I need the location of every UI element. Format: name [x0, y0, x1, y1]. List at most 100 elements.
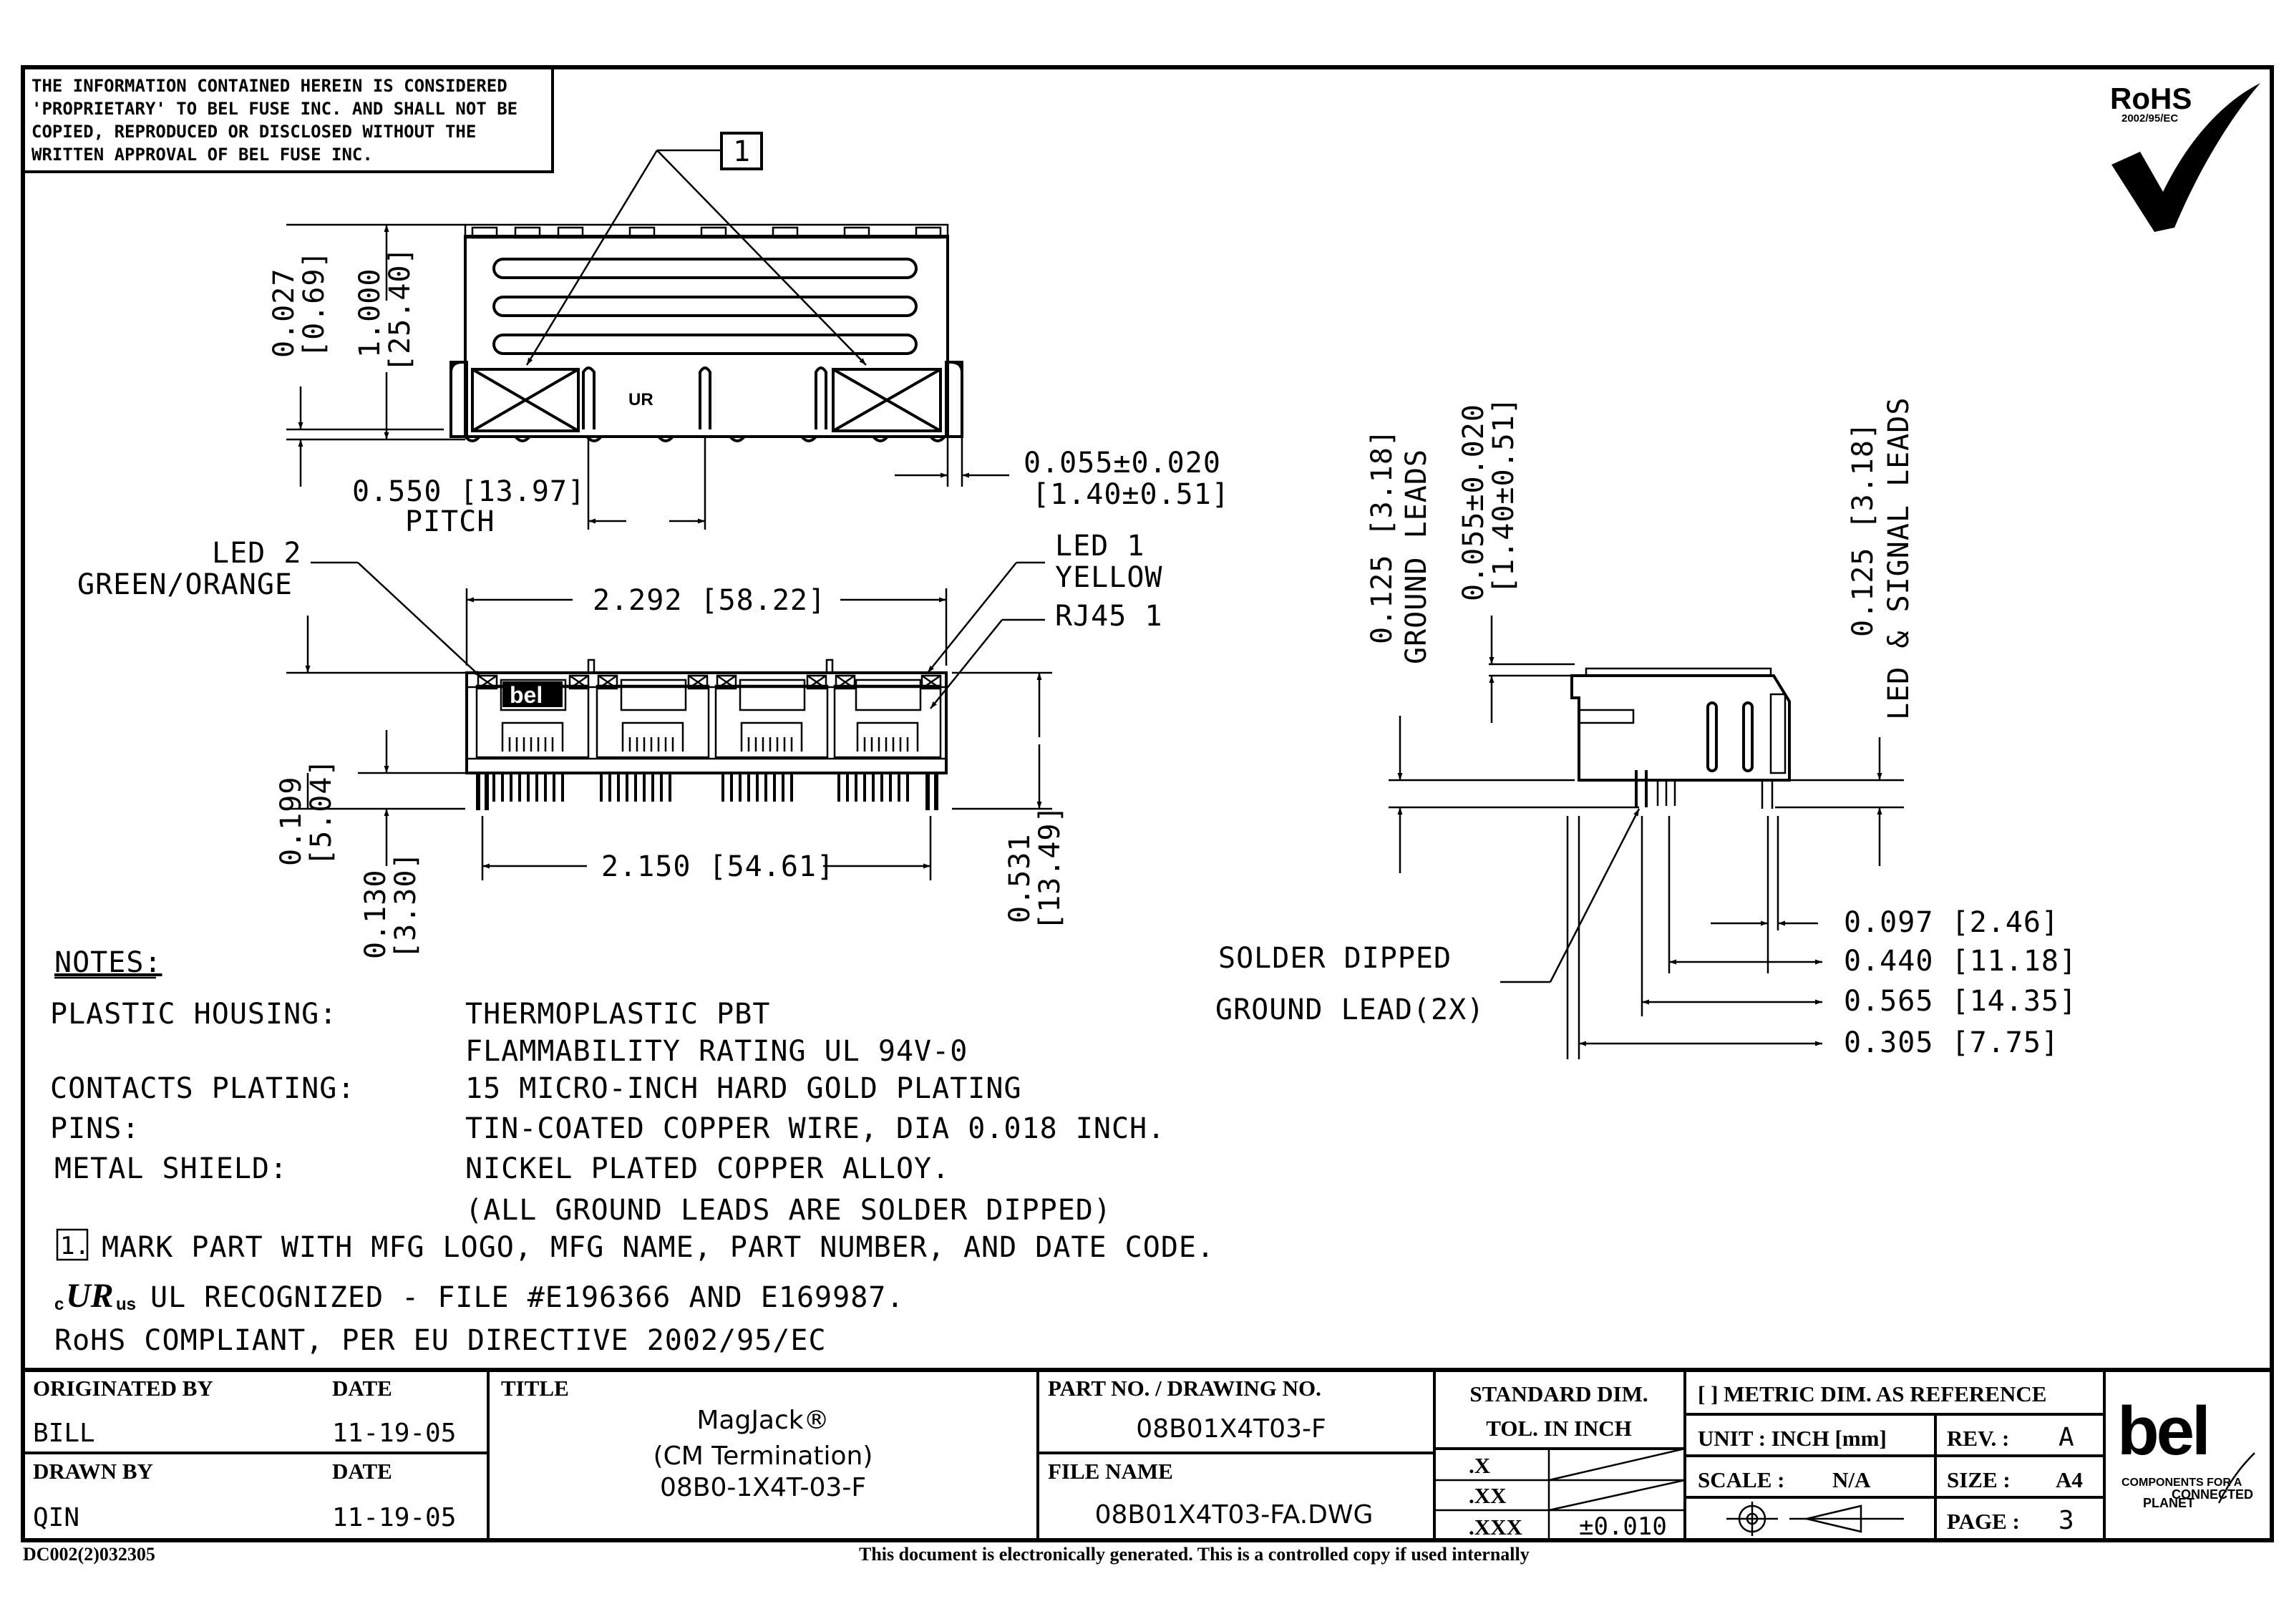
top-view: UR 1 0.027 [0.69] 1.000 [25.40] 0.550 [1… [268, 132, 1230, 538]
dim-front-a-in: 0.199 [275, 777, 308, 866]
dim-front-a-mm: [5.04] [305, 759, 338, 867]
dim-pitch: 0.550 [13.97] [352, 475, 585, 508]
label-ground-leads: GROUND LEADS [1400, 449, 1433, 664]
tb-drawn-by-label: DRAWN BY [33, 1459, 153, 1484]
tb-page: 3 [2059, 1506, 2074, 1535]
label-solder-ground-lead: GROUND LEAD(2X) [1215, 993, 1484, 1026]
tb-originated-date-label: DATE [332, 1376, 392, 1401]
tb-file-name: 08B01X4T03-FA.DWG [1095, 1500, 1374, 1530]
tb-rev-label: REV. : [1947, 1426, 2009, 1451]
bel-logo-tag2: CONNECTED [2172, 1487, 2253, 1502]
note-rohs-text: RoHS COMPLIANT, PER EU DIRECTIVE 2002/95… [54, 1324, 827, 1357]
disclaimer-line-3: COPIED, REPRODUCED OR DISCLOSED WITHOUT … [31, 122, 476, 142]
dim-front-c-mm: [13.49] [1034, 804, 1066, 930]
note-value-housing: THERMOPLASTIC PBT [465, 998, 770, 1031]
dim-front-outer-width: 2.292 [58.22] [593, 584, 826, 617]
front-view: bel 2.292 [58.22] 2.150 [54.61] 0.199 [5… [77, 530, 1163, 960]
dim-top-total-in: 1.000 [354, 268, 387, 358]
title-block: ORIGINATED BY DATE BILL 11-19-05 DRAWN B… [23, 1368, 2272, 1541]
label-signal-leads: LED & SIGNAL LEADS [1882, 397, 1915, 720]
dim-top-offset-mm: [1.40±0.51] [1032, 478, 1230, 511]
tb-metric-ref: [ ] METRIC DIM. AS REFERENCE [1698, 1381, 2046, 1406]
disclaimer-box: THE INFORMATION CONTAINED HEREIN IS CONS… [21, 66, 554, 173]
label-solder-dipped: SOLDER DIPPED [1218, 942, 1452, 975]
note-marker: 1 [733, 135, 751, 168]
label-rj45: RJ45 1 [1055, 600, 1163, 633]
dim-side-2: 0.440 [11.18] [1844, 945, 2077, 978]
disclaimer-line-2: 'PROPRIETARY' TO BEL FUSE INC. AND SHALL… [31, 99, 517, 119]
dim-side-offset: 0.055±0.020 [1457, 404, 1490, 601]
bel-logo: bel COMPONENTS FOR A CONNECTED PLANET [2117, 1393, 2255, 1510]
tb-title-label: TITLE [501, 1376, 569, 1401]
note-value-flammability: FLAMMABILITY RATING UL 94V-0 [465, 1035, 968, 1068]
tb-title-line2: (CM Termination) [653, 1441, 873, 1471]
disclaimer-line-1: THE INFORMATION CONTAINED HEREIN IS CONS… [31, 76, 507, 96]
dim-side-offset-mm: [1.40±0.51] [1487, 397, 1520, 594]
note-mark-num: 1. [60, 1232, 89, 1260]
tb-part-no-label: PART NO. / DRAWING NO. [1048, 1376, 1321, 1401]
side-view: 0.125 [3.18] GROUND LEADS 0.055±0.020 [1… [1215, 397, 2077, 1059]
front-bel-logo: bel [510, 682, 543, 708]
tb-tol-x: .X [1469, 1453, 1491, 1478]
tb-drawn-date-label: DATE [332, 1459, 392, 1484]
housing-ul-mark: UR [628, 390, 653, 409]
tb-tol-xxx-val: ±0.010 [1579, 1512, 1667, 1541]
tb-std-dim-line2: TOL. IN INCH [1486, 1416, 1632, 1441]
rohs-badge: RoHS 2002/95/EC [2110, 82, 2260, 232]
dim-pitch-label: PITCH [405, 505, 495, 538]
tb-title-line3: 08B0-1X4T-03-F [660, 1473, 866, 1502]
dim-side-1: 0.097 [2.46] [1844, 906, 2059, 939]
tb-title-line1: MagJack® [696, 1406, 829, 1435]
front-bel-logo-bg [502, 681, 563, 707]
ul-c: c [54, 1295, 64, 1314]
note-value-contacts: 15 MICRO-INCH HARD GOLD PLATING [465, 1072, 1022, 1105]
dim-front-c-in: 0.531 [1003, 834, 1036, 923]
bel-logo-text: bel [2117, 1393, 2208, 1469]
ul-ur: UR [66, 1277, 114, 1315]
note-ul-text: UL RECOGNIZED - FILE #E196366 AND E16998… [150, 1281, 904, 1314]
rohs-badge-directive: 2002/95/EC [2122, 112, 2178, 125]
tb-size-label: SIZE : [1947, 1467, 2011, 1492]
note-mark-text: MARK PART WITH MFG LOGO, MFG NAME, PART … [102, 1231, 1215, 1264]
tb-part-no: 08B01X4T03-F [1136, 1414, 1326, 1444]
tb-file-name-label: FILE NAME [1048, 1459, 1173, 1484]
note-label-pins: PINS: [50, 1112, 140, 1145]
tb-drawn-date: 11-19-05 [332, 1503, 456, 1532]
label-led1: LED 1 [1055, 530, 1144, 563]
ul-recognized-icon: c UR us [54, 1277, 136, 1315]
rohs-badge-label: RoHS [2110, 82, 2192, 115]
projection-symbol-icon [1726, 1502, 1904, 1536]
dim-front-b-in: 0.130 [359, 870, 392, 959]
note-value-pins: TIN-COATED COPPER WIRE, DIA 0.018 INCH. [465, 1112, 1165, 1145]
dim-front-inner-width: 2.150 [54.61] [601, 850, 835, 883]
checkmark-icon [2111, 83, 2260, 232]
tb-std-dim-line1: STANDARD DIM. [1469, 1381, 1648, 1406]
footer-doc-code: DC002(2)032305 [23, 1544, 155, 1565]
tb-scale: N/A [1832, 1467, 1871, 1492]
dim-front-b-mm: [3.30] [389, 852, 422, 960]
dim-top-height-in: 0.027 [268, 268, 301, 358]
tb-page-label: PAGE : [1947, 1509, 2020, 1534]
note-value-shield: NICKEL PLATED COPPER ALLOY. [465, 1152, 950, 1185]
label-led2-color: GREEN/ORANGE [77, 568, 293, 601]
dim-top-total-mm: [25.40] [384, 246, 417, 372]
note-value-ground: (ALL GROUND LEADS ARE SOLDER DIPPED) [465, 1194, 1112, 1227]
note-label-contacts: CONTACTS PLATING: [50, 1072, 355, 1105]
dim-side-3: 0.565 [14.35] [1844, 985, 2077, 1018]
label-led2: LED 2 [212, 537, 301, 570]
tb-unit: UNIT : INCH [mm] [1698, 1426, 1887, 1451]
note-label-housing: PLASTIC HOUSING: [50, 998, 337, 1031]
tb-originated-by-label: ORIGINATED BY [33, 1376, 213, 1401]
tb-scale-label: SCALE : [1698, 1467, 1784, 1492]
tb-size: A4 [2056, 1467, 2083, 1492]
note-mark-box [56, 1228, 89, 1261]
dim-ground-leads: 0.125 [3.18] [1366, 429, 1399, 644]
dim-side-4: 0.305 [7.75] [1844, 1026, 2059, 1059]
label-led1-color: YELLOW [1055, 561, 1163, 594]
tb-rev: A [2059, 1423, 2074, 1452]
footer-statement: This document is electronically generate… [859, 1544, 1530, 1565]
bel-logo-tag1: COMPONENTS FOR A [2122, 1477, 2242, 1489]
dim-top-offset: 0.055±0.020 [1024, 447, 1221, 480]
